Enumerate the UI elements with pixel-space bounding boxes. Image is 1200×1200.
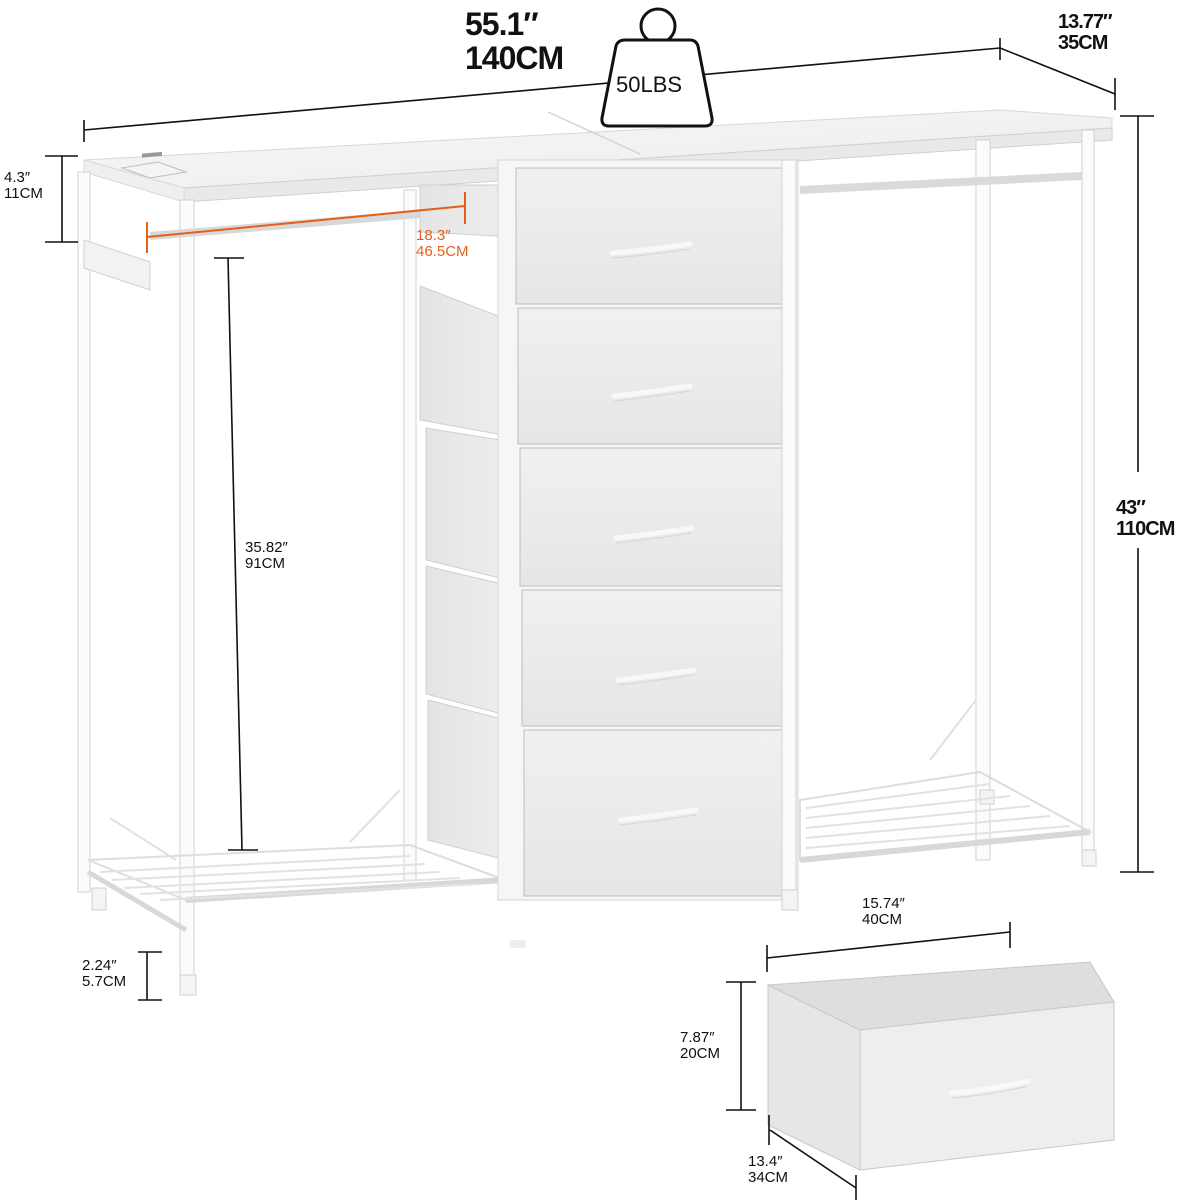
- hanging-space-inch: 35.82″: [245, 539, 288, 556]
- width-cm: 140CM: [465, 39, 564, 76]
- hook-height-label: 4.3″ 11CM: [4, 170, 43, 202]
- drawer-1: [515, 167, 785, 305]
- drawer-height-label: 7.87″ 20CM: [680, 1030, 720, 1062]
- drawer-4: [521, 589, 787, 727]
- loose-drawer: [766, 961, 1115, 1171]
- drawer-width-cm: 40CM: [862, 910, 903, 928]
- rod-length-cm: 46.5CM: [416, 242, 469, 260]
- hook-height-cm: 11CM: [4, 184, 43, 202]
- rod-length-inch: 18.3″: [416, 227, 451, 244]
- ground-clearance-inch: 2.24″: [82, 957, 117, 974]
- depth-label: 13.77″ 35CM: [1058, 11, 1113, 54]
- rod-length-dimension: [146, 192, 466, 253]
- kettlebell-weight-icon: [600, 7, 714, 128]
- drawer-handle-shadows: [611, 248, 697, 826]
- rod-length-label: 18.3″ 46.5CM: [416, 228, 469, 260]
- height-label: 43″ 110CM: [1116, 497, 1175, 540]
- ground-clearance-cm: 5.7CM: [82, 972, 127, 990]
- drawer-5: [523, 729, 787, 897]
- ground-clearance-label: 2.24″ 5.7CM: [82, 958, 126, 990]
- left-wire-shelf: [99, 855, 481, 901]
- hanging-space-cm: 91CM: [245, 554, 286, 572]
- right-wire-shelf: [805, 783, 1071, 849]
- height-cm: 110CM: [1116, 518, 1175, 540]
- drawer-height-cm: 20CM: [680, 1044, 721, 1062]
- hanging-space-label: 35.82″ 91CM: [245, 540, 288, 572]
- drawer-3: [519, 447, 787, 587]
- drawer-depth-inch: 13.4″: [748, 1153, 783, 1170]
- width-label: 55.1″ 140CM: [465, 6, 564, 76]
- right-frame: [781, 129, 1097, 911]
- depth-inch: 13.77″: [1058, 11, 1113, 33]
- drawer-stack: [515, 167, 787, 897]
- drawer-handles: [609, 241, 699, 823]
- drawer-width-inch: 15.74″: [862, 895, 905, 912]
- drawer-2: [517, 307, 785, 445]
- drawer-depth-label: 13.4″ 34CM: [748, 1154, 788, 1186]
- height-inch: 43″: [1116, 497, 1146, 519]
- drawer-depth-cm: 34CM: [748, 1168, 789, 1186]
- drawer-height-inch: 7.87″: [680, 1029, 715, 1046]
- dimension-lines: [45, 38, 1154, 1200]
- width-inch: 55.1″: [465, 6, 539, 42]
- hook-height-inch: 4.3″: [4, 169, 31, 186]
- depth-cm: 35CM: [1058, 32, 1108, 54]
- side-fabric-bins: [419, 184, 507, 861]
- drawer-width-label: 15.74″ 40CM: [862, 896, 905, 928]
- power-outlet-icon: [120, 151, 188, 179]
- weight-capacity-label: 50LBS: [616, 72, 683, 97]
